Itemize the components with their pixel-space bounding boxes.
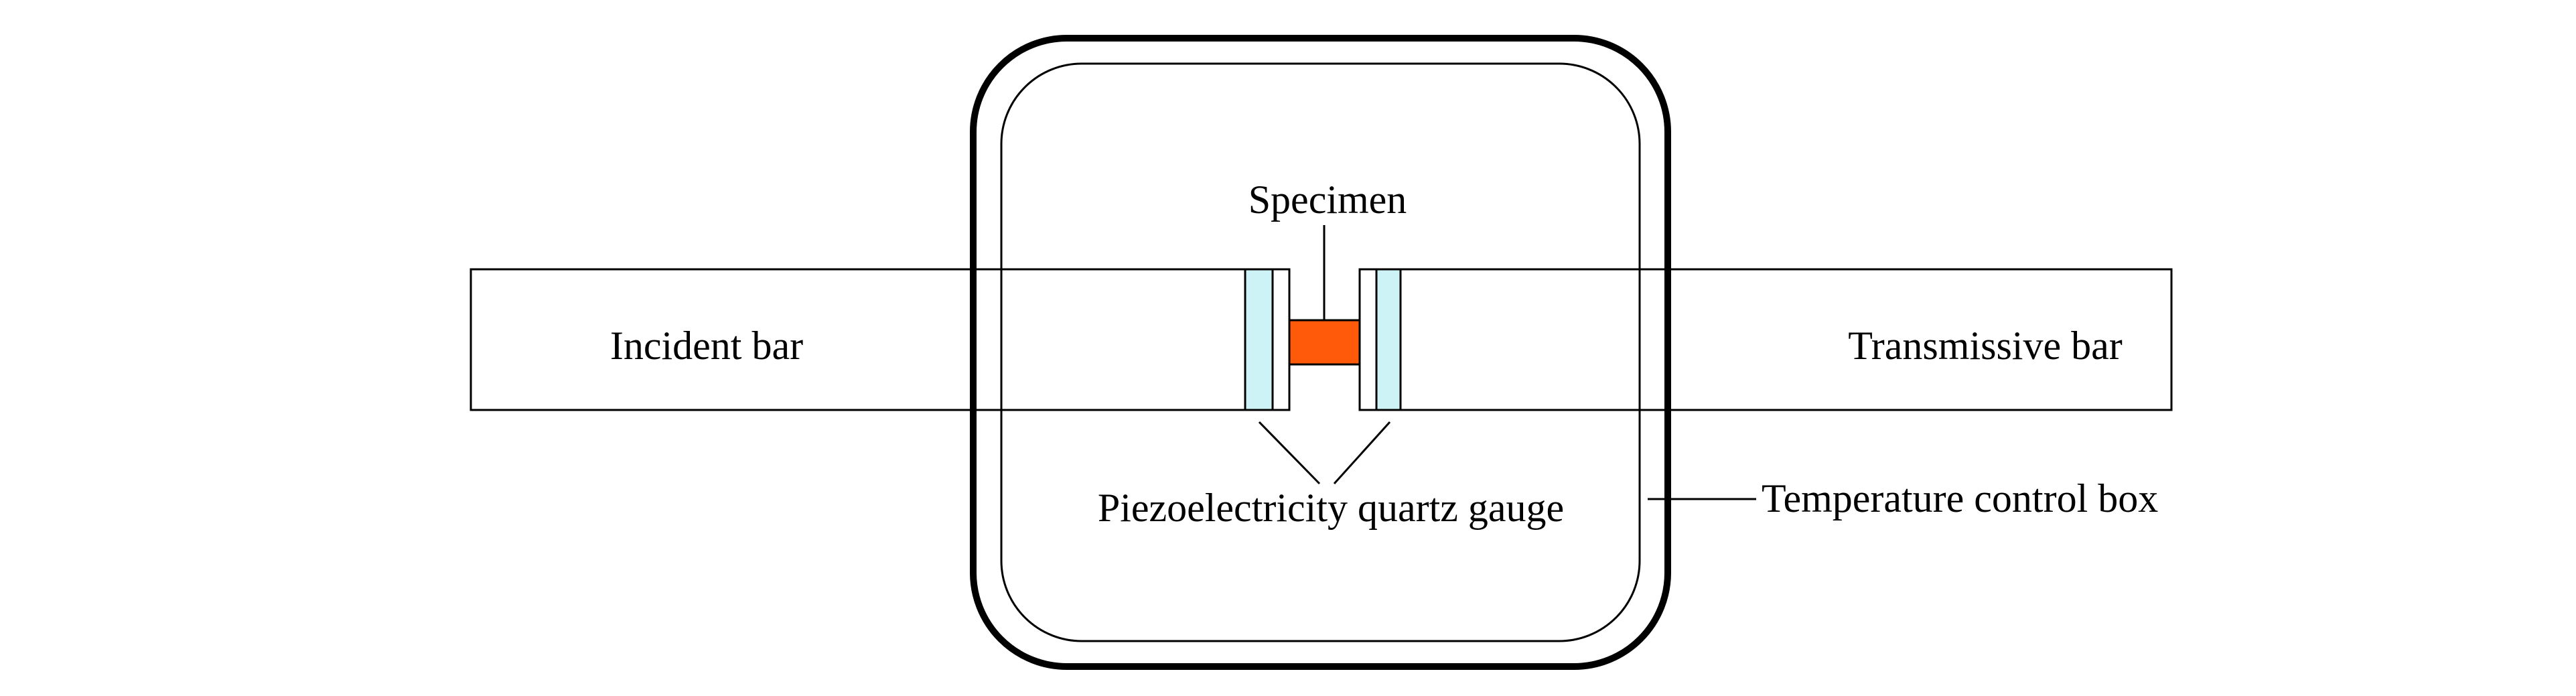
- temperature-control-box-outer: [970, 35, 1671, 670]
- specimen: [1288, 319, 1361, 366]
- incident-bar-label: Incident bar: [610, 324, 803, 368]
- right-quartz-gauge: [1358, 268, 1402, 411]
- temperature-control-box-inner: [1000, 62, 1641, 642]
- transmissive-bar-label: Transmissive bar: [1848, 324, 2122, 368]
- gauge-leader-line-left: [1258, 421, 1321, 485]
- gauge-leader-line-right: [1333, 421, 1391, 485]
- specimen-label: Specimen: [1248, 178, 1407, 222]
- temperature-control-box-label: Temperature control box: [1762, 476, 2158, 520]
- gauge-label: Piezoelectricity quartz gauge: [1098, 486, 1564, 530]
- transmissive-bar: [1390, 268, 2173, 411]
- left-quartz-gauge: [1244, 268, 1291, 411]
- incident-bar: [470, 268, 1255, 411]
